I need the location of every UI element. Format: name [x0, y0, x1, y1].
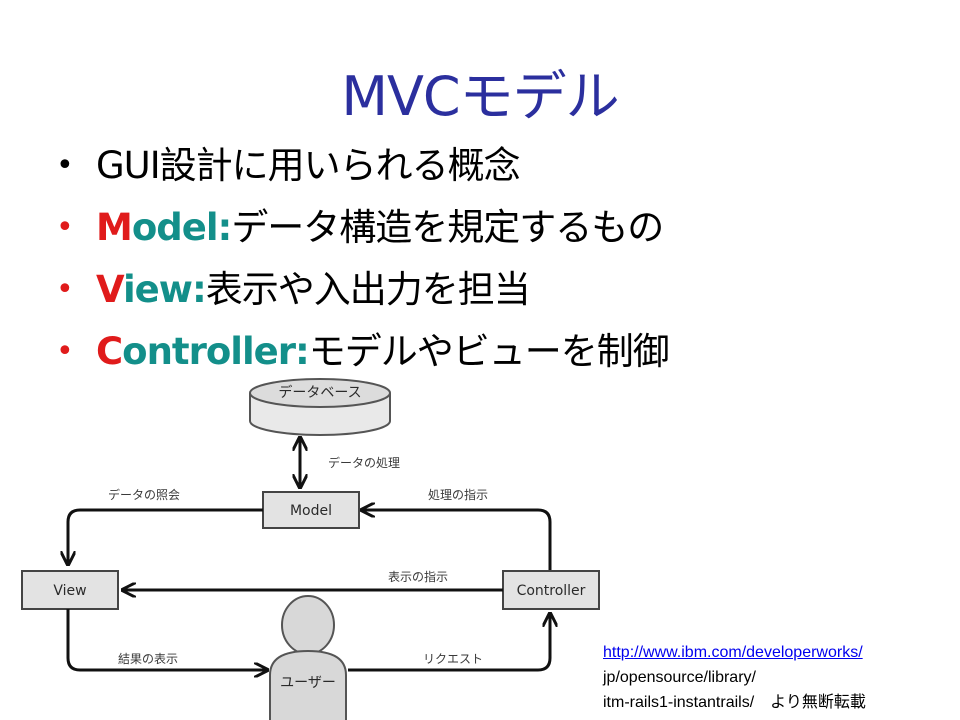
- view-user-arrow: [66, 609, 266, 670]
- bullet-head-initial: C: [96, 330, 123, 373]
- mvc-diagram: データベース データの処理 Model データの照会 処理の指示 View Co…: [21, 378, 600, 720]
- bullet-head-initial: V: [96, 268, 124, 311]
- bullet-dot: •: [56, 272, 74, 307]
- view-label: View: [53, 583, 86, 599]
- controller-model-arrow: [363, 510, 552, 572]
- model-label: Model: [290, 503, 332, 519]
- user-label: ユーザー: [280, 675, 336, 691]
- controller-label: Controller: [517, 583, 586, 599]
- bullet-head-rest: odel:: [131, 206, 232, 249]
- user-figure: [269, 595, 347, 720]
- controller-box: [502, 570, 600, 610]
- source-link[interactable]: http://www.ibm.com/developerworks/: [603, 644, 863, 661]
- bullet-dot: •: [56, 334, 74, 369]
- database-label: データベース: [278, 384, 361, 401]
- source-line-3: itm-rails1-instantrails/ より無断転載: [603, 694, 866, 711]
- edge-label-request: リクエスト: [423, 652, 483, 666]
- edge-label-processing-instruction: 処理の指示: [428, 487, 488, 502]
- slide-title: MVCモデル: [341, 65, 619, 128]
- edge-label-data-processing: データの処理: [328, 455, 400, 470]
- source-citation: http://www.ibm.com/developerworks/ jp/op…: [603, 640, 866, 715]
- bullet-text: データ構造を規定するもの: [231, 206, 664, 249]
- database-cylinder: [249, 378, 391, 436]
- model-box: [262, 491, 360, 529]
- bullet-text: GUI設計に用いられる概念: [96, 144, 521, 187]
- bullet-text: モデルやビューを制御: [308, 330, 670, 373]
- bullet-head-initial: M: [96, 206, 133, 249]
- bullet-text: 表示や入出力を担当: [205, 268, 531, 311]
- user-controller-arrow: [348, 615, 550, 672]
- edge-label-data-query: データの照会: [108, 487, 180, 502]
- view-box: [21, 570, 119, 610]
- bullet-head-rest: ontroller:: [122, 330, 310, 373]
- source-line-2: jp/opensource/library/: [603, 669, 756, 686]
- edge-label-display-instruction: 表示の指示: [388, 569, 448, 584]
- bullet-head-rest: iew:: [123, 268, 207, 311]
- edge-label-result-display: 結果の表示: [118, 652, 178, 666]
- model-view-arrow: [68, 508, 263, 563]
- bullet-dot: •: [56, 210, 74, 245]
- bullet-dot: •: [56, 148, 74, 183]
